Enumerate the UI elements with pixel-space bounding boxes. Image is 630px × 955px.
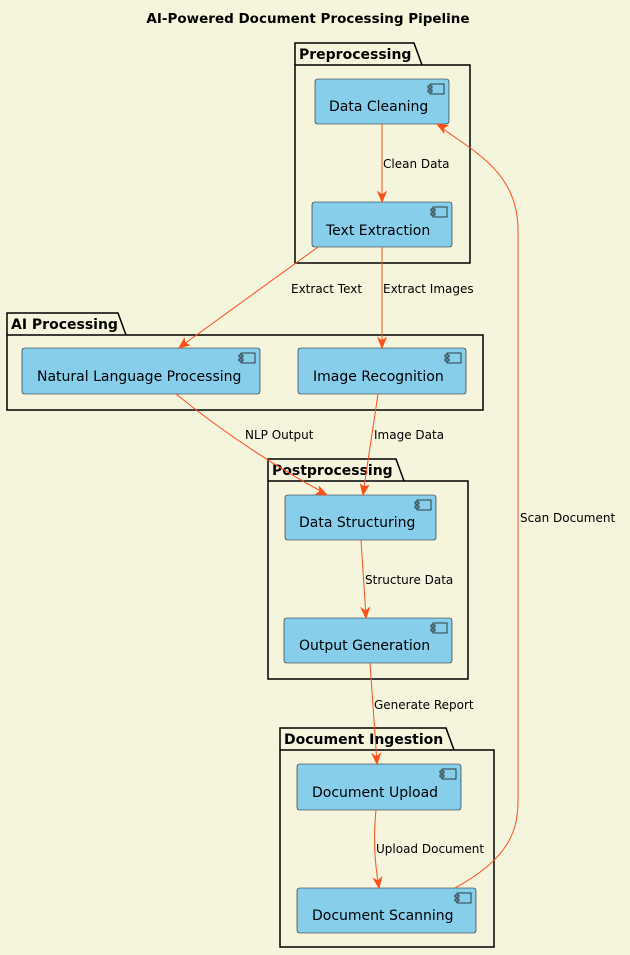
component-text-extraction: Text Extraction bbox=[311, 201, 453, 248]
edge-structure-data: Structure Data bbox=[360, 539, 453, 620]
edge-label: Upload Document bbox=[376, 842, 484, 856]
edge-label: Scan Document bbox=[520, 511, 615, 525]
package-tab bbox=[294, 42, 423, 66]
diagram-title: AI-Powered Document Processing Pipeline bbox=[146, 11, 469, 27]
package-tab bbox=[279, 727, 455, 751]
edge-extract-text: Extract Text bbox=[177, 246, 362, 349]
edge-label: Generate Report bbox=[374, 698, 474, 712]
component-label: Text Extraction bbox=[325, 223, 430, 239]
component-label: Document Scanning bbox=[312, 908, 454, 924]
package-postprocessing: Postprocessing bbox=[267, 458, 469, 680]
package-label: Document Ingestion bbox=[284, 732, 443, 748]
component-icon bbox=[427, 83, 445, 95]
edge-clean-data: Clean Data bbox=[376, 124, 450, 204]
edge-line bbox=[374, 809, 380, 888]
component-icon bbox=[414, 499, 432, 511]
package-tab bbox=[267, 458, 405, 482]
component-label: Image Recognition bbox=[313, 369, 444, 385]
component-label: Data Cleaning bbox=[329, 99, 428, 115]
component-box bbox=[21, 347, 261, 395]
arrowhead bbox=[360, 606, 371, 620]
edge-extract-images: Extract Images bbox=[376, 247, 474, 350]
component-document-upload: Document Upload bbox=[296, 763, 462, 811]
arrowhead bbox=[435, 123, 450, 135]
edge-label: Structure Data bbox=[365, 573, 453, 587]
edge-image-data: Image Data bbox=[359, 393, 444, 497]
arrowhead bbox=[376, 336, 388, 350]
package-frame bbox=[6, 334, 484, 411]
arrowhead bbox=[359, 483, 370, 497]
edge-line bbox=[362, 393, 379, 495]
edge-line bbox=[437, 124, 519, 889]
edge-generate-report: Generate Report bbox=[369, 662, 474, 766]
component-data-cleaning: Data Cleaning bbox=[314, 78, 450, 125]
component-icon bbox=[430, 622, 448, 634]
package-label: Preprocessing bbox=[299, 47, 411, 63]
component-box bbox=[284, 494, 437, 541]
component-nlp: Natural Language Processing bbox=[21, 347, 261, 395]
edge-line bbox=[360, 539, 367, 618]
component-data-structuring: Data Structuring bbox=[284, 494, 437, 541]
component-label: Natural Language Processing bbox=[37, 369, 241, 385]
package-frame bbox=[267, 480, 469, 680]
component-label: Document Upload bbox=[312, 785, 438, 801]
edge-label: Extract Text bbox=[291, 282, 362, 296]
component-box bbox=[283, 617, 453, 664]
edge-line bbox=[179, 246, 319, 348]
component-icon bbox=[238, 352, 256, 364]
edge-nlp-output: NLP Output bbox=[175, 393, 329, 496]
package-label: AI Processing bbox=[11, 317, 118, 333]
edge-scan-document: Scan Document bbox=[435, 123, 615, 889]
edge-label: Clean Data bbox=[383, 157, 450, 171]
edge-label: NLP Output bbox=[245, 428, 314, 442]
component-image-recognition: Image Recognition bbox=[297, 347, 467, 395]
component-icon bbox=[430, 206, 448, 218]
edge-label: Extract Images bbox=[383, 282, 474, 296]
edge-line bbox=[175, 393, 327, 495]
component-box bbox=[296, 763, 462, 811]
component-icon bbox=[444, 352, 462, 364]
package-frame bbox=[279, 749, 495, 948]
package-ai-processing: AI Processing bbox=[6, 312, 484, 411]
edge-upload-document: Upload Document bbox=[372, 809, 484, 890]
component-label: Data Structuring bbox=[299, 515, 415, 531]
component-icon bbox=[439, 768, 457, 780]
component-box bbox=[296, 887, 477, 934]
component-output-generation: Output Generation bbox=[283, 617, 453, 664]
edge-label: Image Data bbox=[374, 428, 444, 442]
component-document-scanning: Document Scanning bbox=[296, 887, 477, 934]
arrowhead bbox=[177, 337, 191, 349]
package-label: Postprocessing bbox=[272, 463, 393, 479]
edge-line bbox=[369, 662, 378, 764]
arrowhead bbox=[314, 485, 329, 496]
component-icon bbox=[454, 892, 472, 904]
arrowhead bbox=[376, 190, 388, 204]
package-document-ingestion: Document Ingestion bbox=[279, 727, 495, 948]
arrowhead bbox=[371, 752, 382, 766]
package-tab bbox=[6, 312, 127, 336]
component-label: Output Generation bbox=[299, 638, 430, 654]
arrowhead bbox=[372, 875, 383, 890]
